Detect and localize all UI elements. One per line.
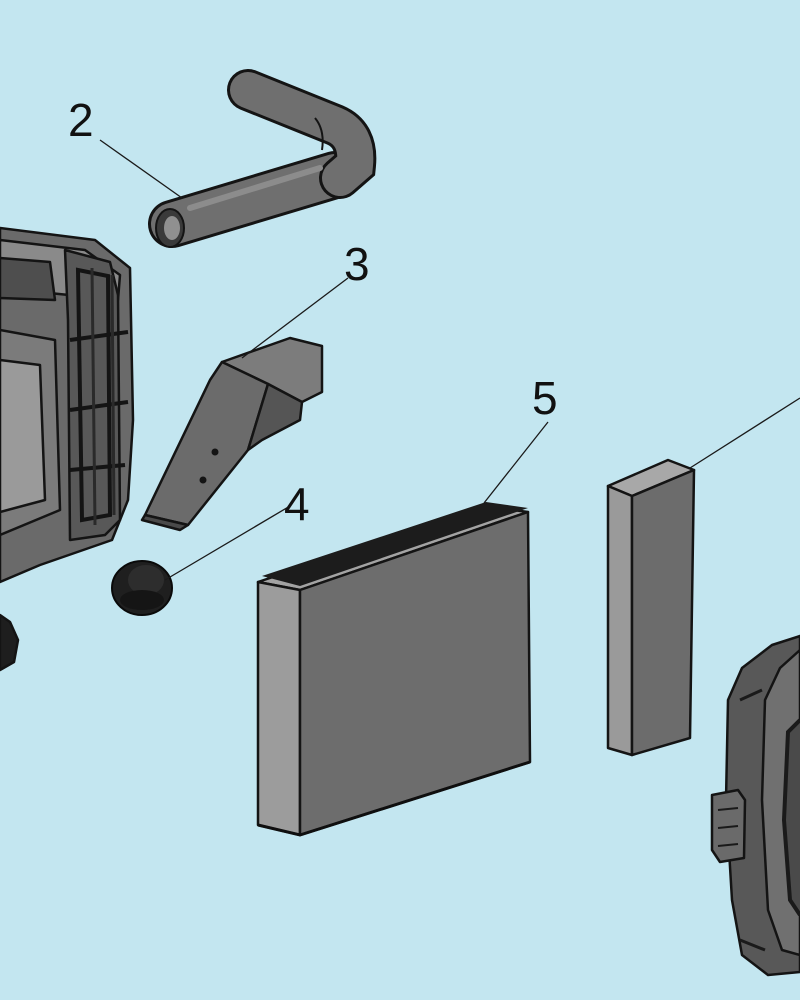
mounting-bracket [140,336,324,532]
callout-5-leader [483,421,549,504]
callout-5-label: 5 [532,372,558,424]
callout-4-label: 4 [284,478,310,530]
callout-6-leader [689,397,800,469]
callout-2-leader [99,139,183,199]
heater-hose [148,69,377,248]
housing-fastener [0,613,20,672]
rubber-grommet [111,560,173,616]
callout-2-label: 2 [68,94,94,146]
heater-housing [0,226,135,584]
callout-3-label: 3 [344,238,370,290]
housing-cover [710,634,800,977]
seal-panel [606,458,696,757]
callout-3-leader [241,277,349,359]
callout-4-leader [164,505,291,581]
heater-core [256,502,532,837]
